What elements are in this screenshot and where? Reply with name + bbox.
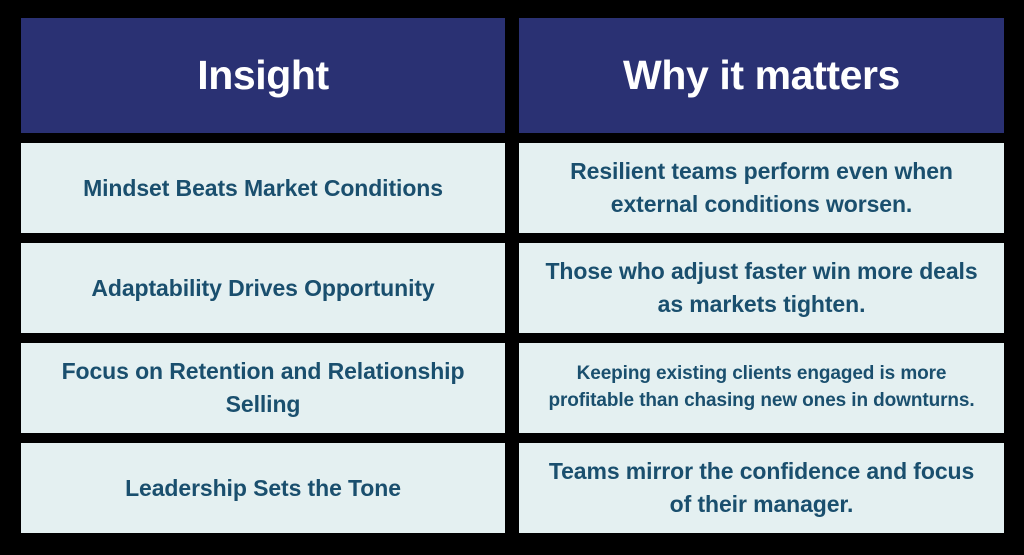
table-row: Teams mirror the confidence and focus of… xyxy=(519,443,1004,533)
header-label-insight: Insight xyxy=(197,51,329,98)
header-label-why-it-matters: Why it matters xyxy=(623,51,900,98)
cell-insight-4: Leadership Sets the Tone xyxy=(125,474,401,501)
table-row: Resilient teams perform even when extern… xyxy=(519,143,1004,233)
cell-insight-1: Mindset Beats Market Conditions xyxy=(83,174,443,201)
cell-insight-2: Adaptability Drives Opportunity xyxy=(91,274,435,301)
table-header-why-it-matters: Why it matters xyxy=(519,18,1004,133)
cell-insight-3: Focus on Retention and Relationship Sell… xyxy=(61,358,465,417)
cell-why-2: Those who adjust faster win more deals a… xyxy=(545,258,978,317)
table-header-insight: Insight xyxy=(21,18,505,133)
cell-why-4: Teams mirror the confidence and focus of… xyxy=(548,458,975,517)
cell-why-3: Keeping existing clients engaged is more… xyxy=(548,363,975,411)
table-row: Those who adjust faster win more deals a… xyxy=(519,243,1004,333)
table-row: Adaptability Drives Opportunity xyxy=(21,243,505,333)
table-row: Mindset Beats Market Conditions xyxy=(21,143,505,233)
table-row: Keeping existing clients engaged is more… xyxy=(519,343,1004,433)
table-row: Leadership Sets the Tone xyxy=(21,443,505,533)
cell-why-1: Resilient teams perform even when extern… xyxy=(570,158,953,217)
table-grid: Insight Why it matters Mindset Beats Mar… xyxy=(21,18,1004,533)
table-row: Focus on Retention and Relationship Sell… xyxy=(21,343,505,433)
